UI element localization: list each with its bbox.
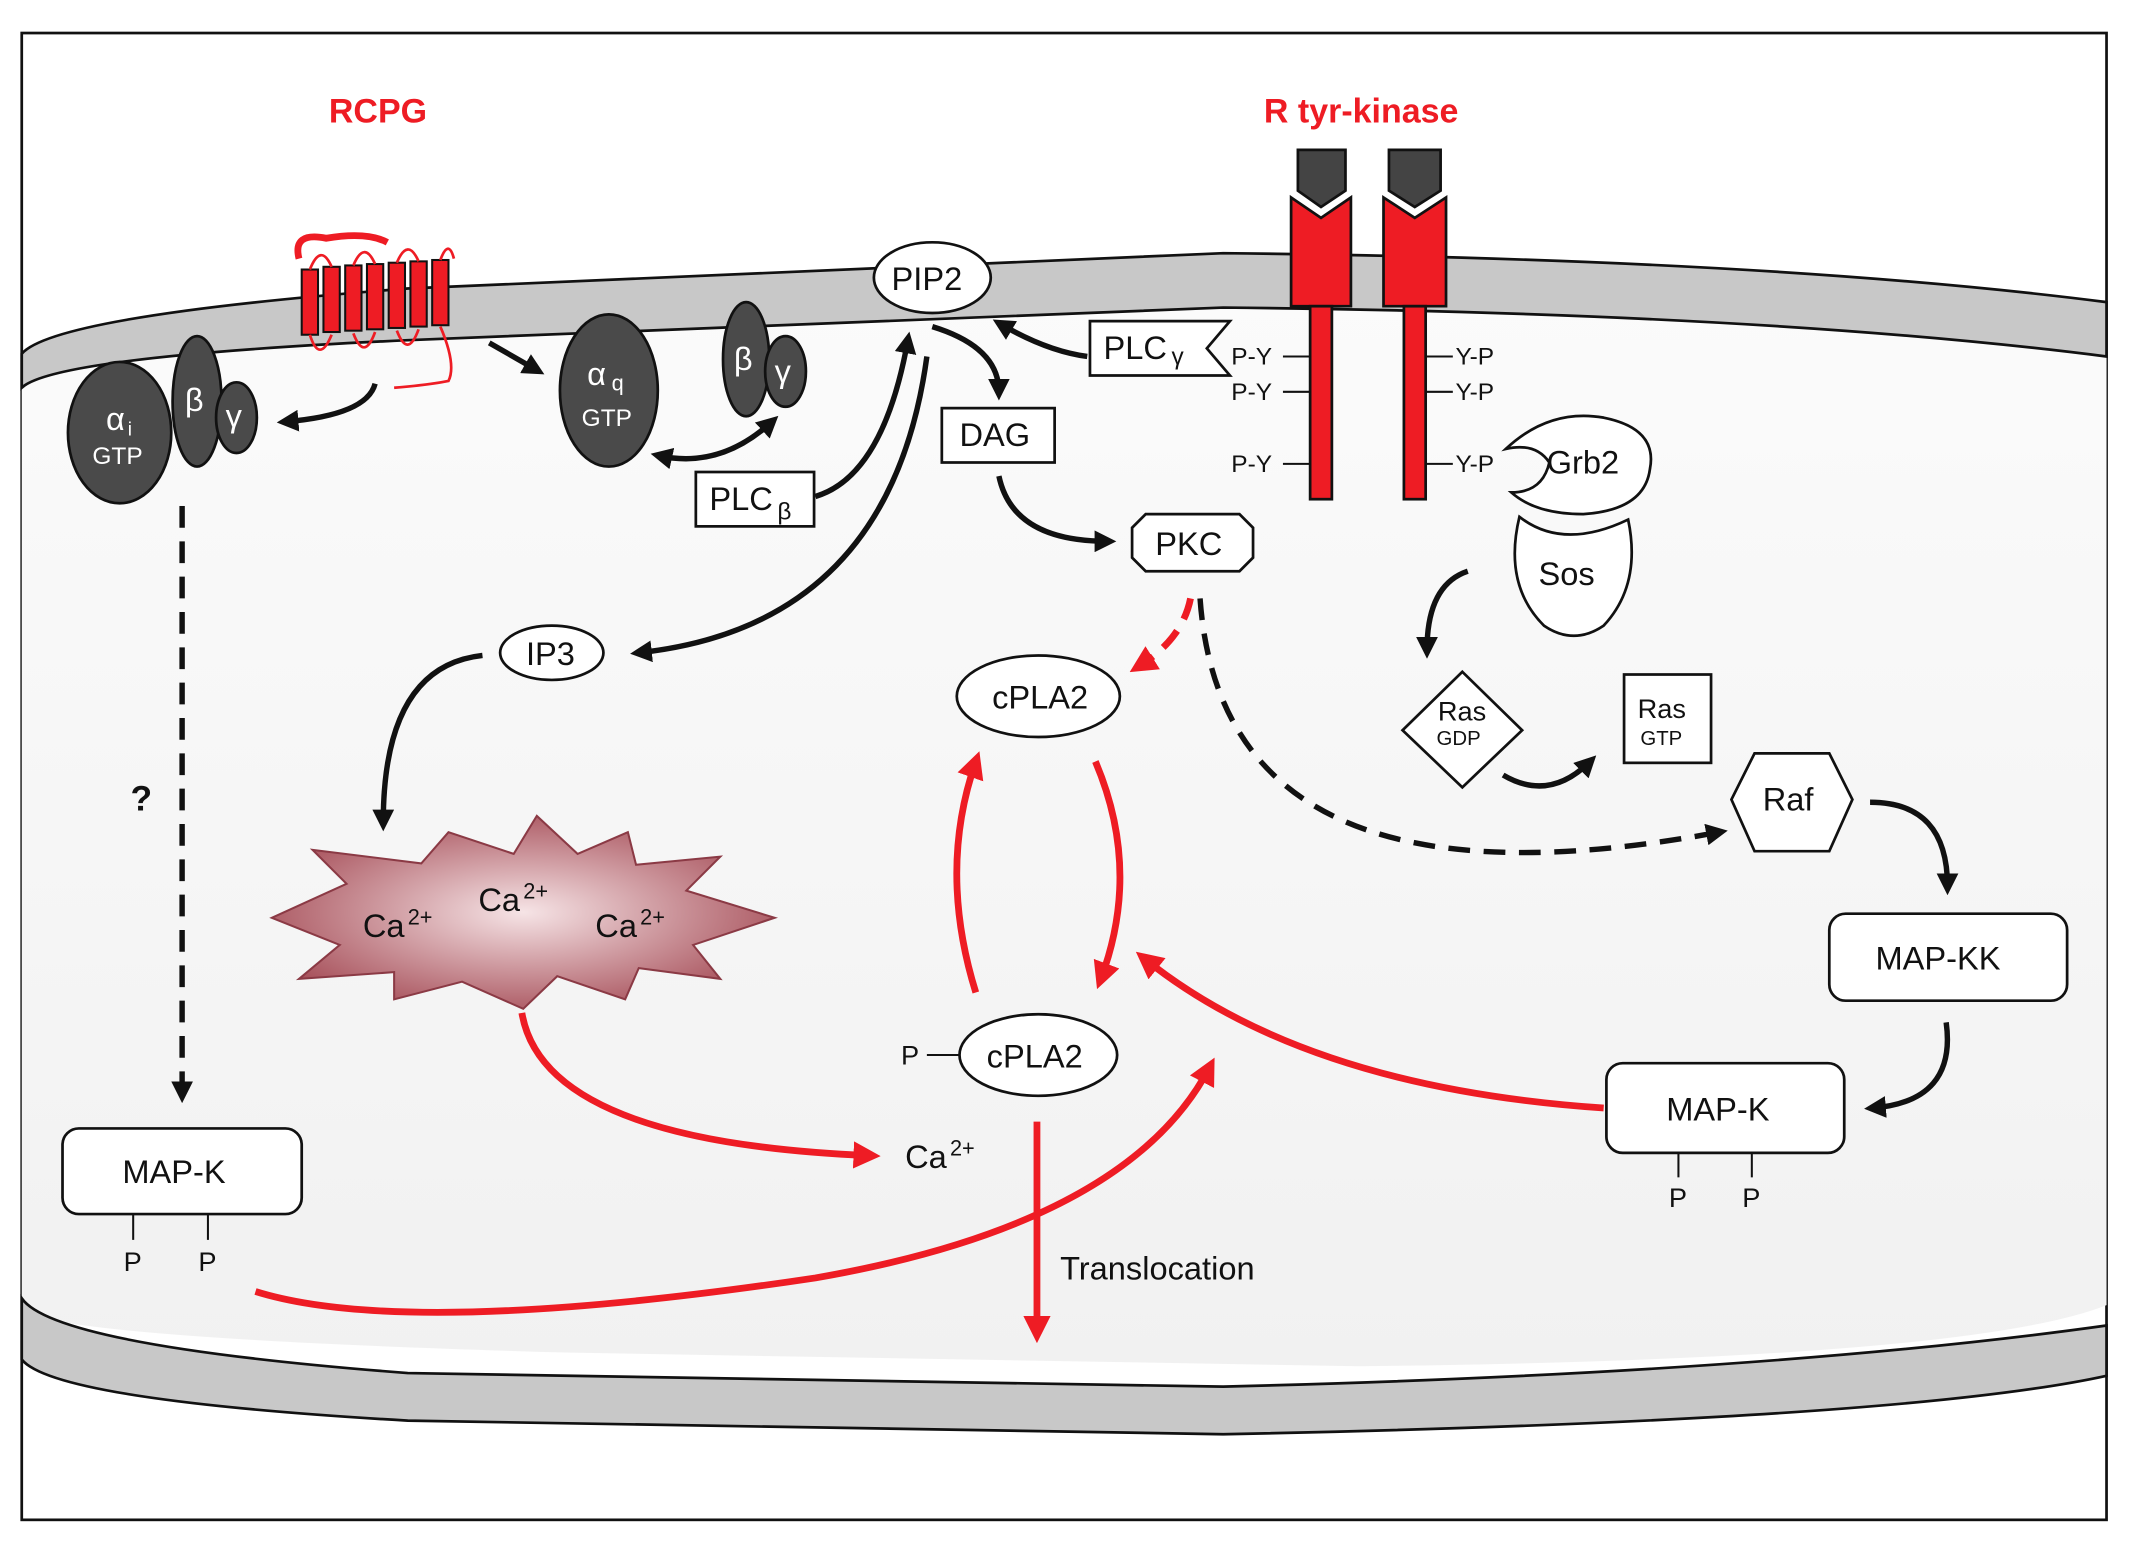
pip2-node[interactable]: PIP2 (872, 240, 993, 315)
yp-2: Y-P (1456, 379, 1495, 406)
svg-text:cPLA2: cPLA2 (987, 1037, 1083, 1074)
ras-gdp-node[interactable]: Ras GDP (1400, 669, 1525, 790)
svg-text:P: P (1669, 1182, 1687, 1213)
pkc-node[interactable]: PKC (1130, 512, 1255, 573)
svg-text:β: β (777, 499, 791, 526)
svg-text:cPLA2: cPLA2 (992, 678, 1088, 715)
ras-gtp-node[interactable]: Ras GTP (1622, 673, 1713, 765)
svg-text:2+: 2+ (523, 879, 548, 904)
mapk-left-node[interactable]: MAP-K P P (61, 1127, 304, 1277)
plasma-membrane-bottom (20, 1293, 2108, 1436)
svg-text:P: P (124, 1246, 142, 1277)
svg-text:Sos: Sos (1538, 555, 1594, 592)
svg-text:γ: γ (1172, 344, 1185, 371)
rtk-receptor: P-Y P-Y P-Y Y-P Y-P Y-P (1231, 148, 1495, 501)
ca-center: Ca (478, 881, 521, 918)
phospho-cpla2-node[interactable]: cPLA2 P (901, 1012, 1119, 1098)
gq-protein: α q GTP β γ (558, 300, 808, 468)
ip3-node[interactable]: IP3 (498, 624, 605, 682)
gpcr-title: RCPG (329, 93, 427, 131)
svg-text:PLC: PLC (1104, 329, 1167, 366)
sos-node[interactable]: Sos (1513, 514, 1634, 638)
ca-right: Ca (595, 907, 638, 944)
plc-gamma-node[interactable]: PLC γ (1088, 319, 1233, 377)
py-2: P-Y (1231, 379, 1272, 406)
yp-3: Y-P (1456, 451, 1495, 478)
svg-text:Ras: Ras (1638, 693, 1686, 724)
svg-text:Ca: Ca (905, 1138, 948, 1175)
gamma-q-label: γ (775, 352, 792, 389)
gamma-label: γ (226, 397, 243, 434)
svg-text:P: P (1742, 1182, 1760, 1213)
gi-protein: α i GTP β γ (66, 334, 259, 505)
svg-text:2+: 2+ (640, 905, 665, 930)
question-mark: ? (130, 779, 152, 818)
py-3: P-Y (1231, 451, 1272, 478)
alpha-i-label: α (106, 400, 125, 437)
grb2-node[interactable]: Grb2 (1501, 414, 1653, 516)
svg-text:GTP: GTP (1640, 728, 1682, 750)
svg-text:MAP-K: MAP-K (1666, 1090, 1770, 1127)
free-calcium: Ca 2+ (905, 1136, 975, 1175)
svg-text:2+: 2+ (408, 905, 433, 930)
rtk-title: R tyr-kinase (1264, 93, 1458, 131)
svg-text:MAP-K: MAP-K (122, 1153, 226, 1190)
gpcr-receptor (294, 232, 456, 390)
svg-text:Grb2: Grb2 (1547, 443, 1620, 480)
svg-text:PKC: PKC (1155, 525, 1222, 562)
alpha-q-gtp: GTP (582, 405, 632, 432)
yp-1: Y-P (1456, 344, 1495, 371)
svg-text:P: P (198, 1246, 216, 1277)
svg-text:GDP: GDP (1437, 728, 1481, 750)
svg-text:Ras: Ras (1438, 696, 1486, 727)
dag-node[interactable]: DAG (940, 406, 1056, 464)
calcium-store: Ca 2+ Ca 2+ Ca 2+ (269, 814, 779, 1011)
alpha-q-label: α (587, 355, 606, 392)
alpha-q-sub: q (612, 370, 624, 395)
svg-text:Raf: Raf (1763, 780, 1815, 817)
raf-node[interactable]: Raf (1729, 751, 1854, 853)
plc-beta-node[interactable]: PLC β (694, 470, 816, 528)
alpha-i-sub: i (128, 419, 132, 440)
svg-text:MAP-KK: MAP-KK (1875, 939, 2000, 976)
beta-q-label: β (734, 340, 753, 377)
ca-left: Ca (363, 907, 406, 944)
svg-text:PIP2: PIP2 (892, 260, 963, 297)
translocation-label: Translocation (1060, 1249, 1255, 1286)
mapk-right-node[interactable]: MAP-K P P (1605, 1061, 1846, 1213)
svg-text:P: P (901, 1040, 919, 1071)
svg-text:2+: 2+ (950, 1136, 975, 1161)
beta-label: β (185, 381, 204, 418)
mapkk-node[interactable]: MAP-KK (1827, 912, 2069, 1003)
cpla2-node[interactable]: cPLA2 (955, 654, 1122, 739)
svg-text:PLC: PLC (709, 480, 772, 517)
alpha-i-gtp: GTP (92, 443, 142, 470)
svg-text:DAG: DAG (959, 416, 1030, 453)
svg-text:IP3: IP3 (526, 635, 575, 672)
py-1: P-Y (1231, 344, 1272, 371)
